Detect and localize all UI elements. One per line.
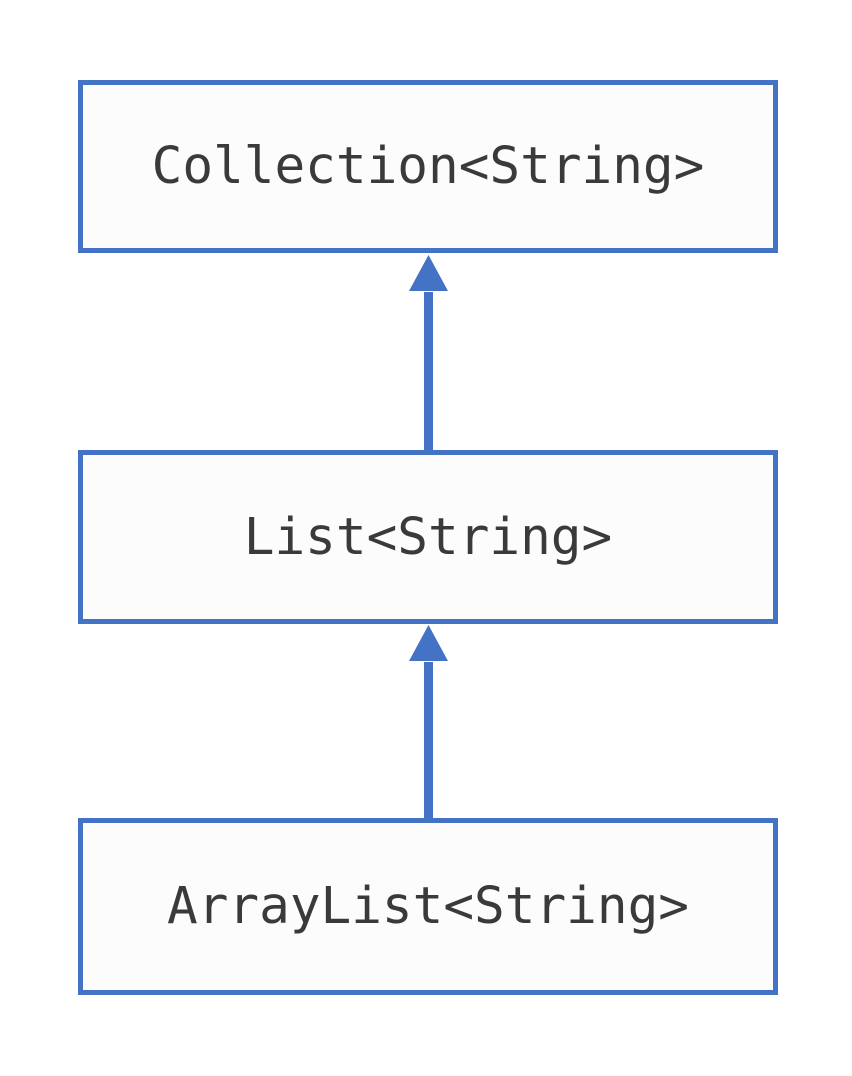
arrowhead-filled-triangle-list — [409, 625, 448, 661]
class-node-label-collection: Collection<String> — [151, 137, 705, 196]
edge-arraylist-implements-list — [409, 625, 448, 820]
class-node-label-arraylist: ArrayList<String> — [167, 877, 689, 936]
class-node-collection[interactable]: Collection<String> — [78, 80, 778, 253]
class-node-arraylist[interactable]: ArrayList<String> — [78, 818, 778, 995]
class-node-label-list: List<String> — [243, 507, 613, 567]
edge-list-extends-collection — [409, 255, 448, 452]
class-node-list[interactable]: List<String> — [78, 450, 778, 624]
arrowhead-filled-triangle-collection — [409, 255, 448, 291]
